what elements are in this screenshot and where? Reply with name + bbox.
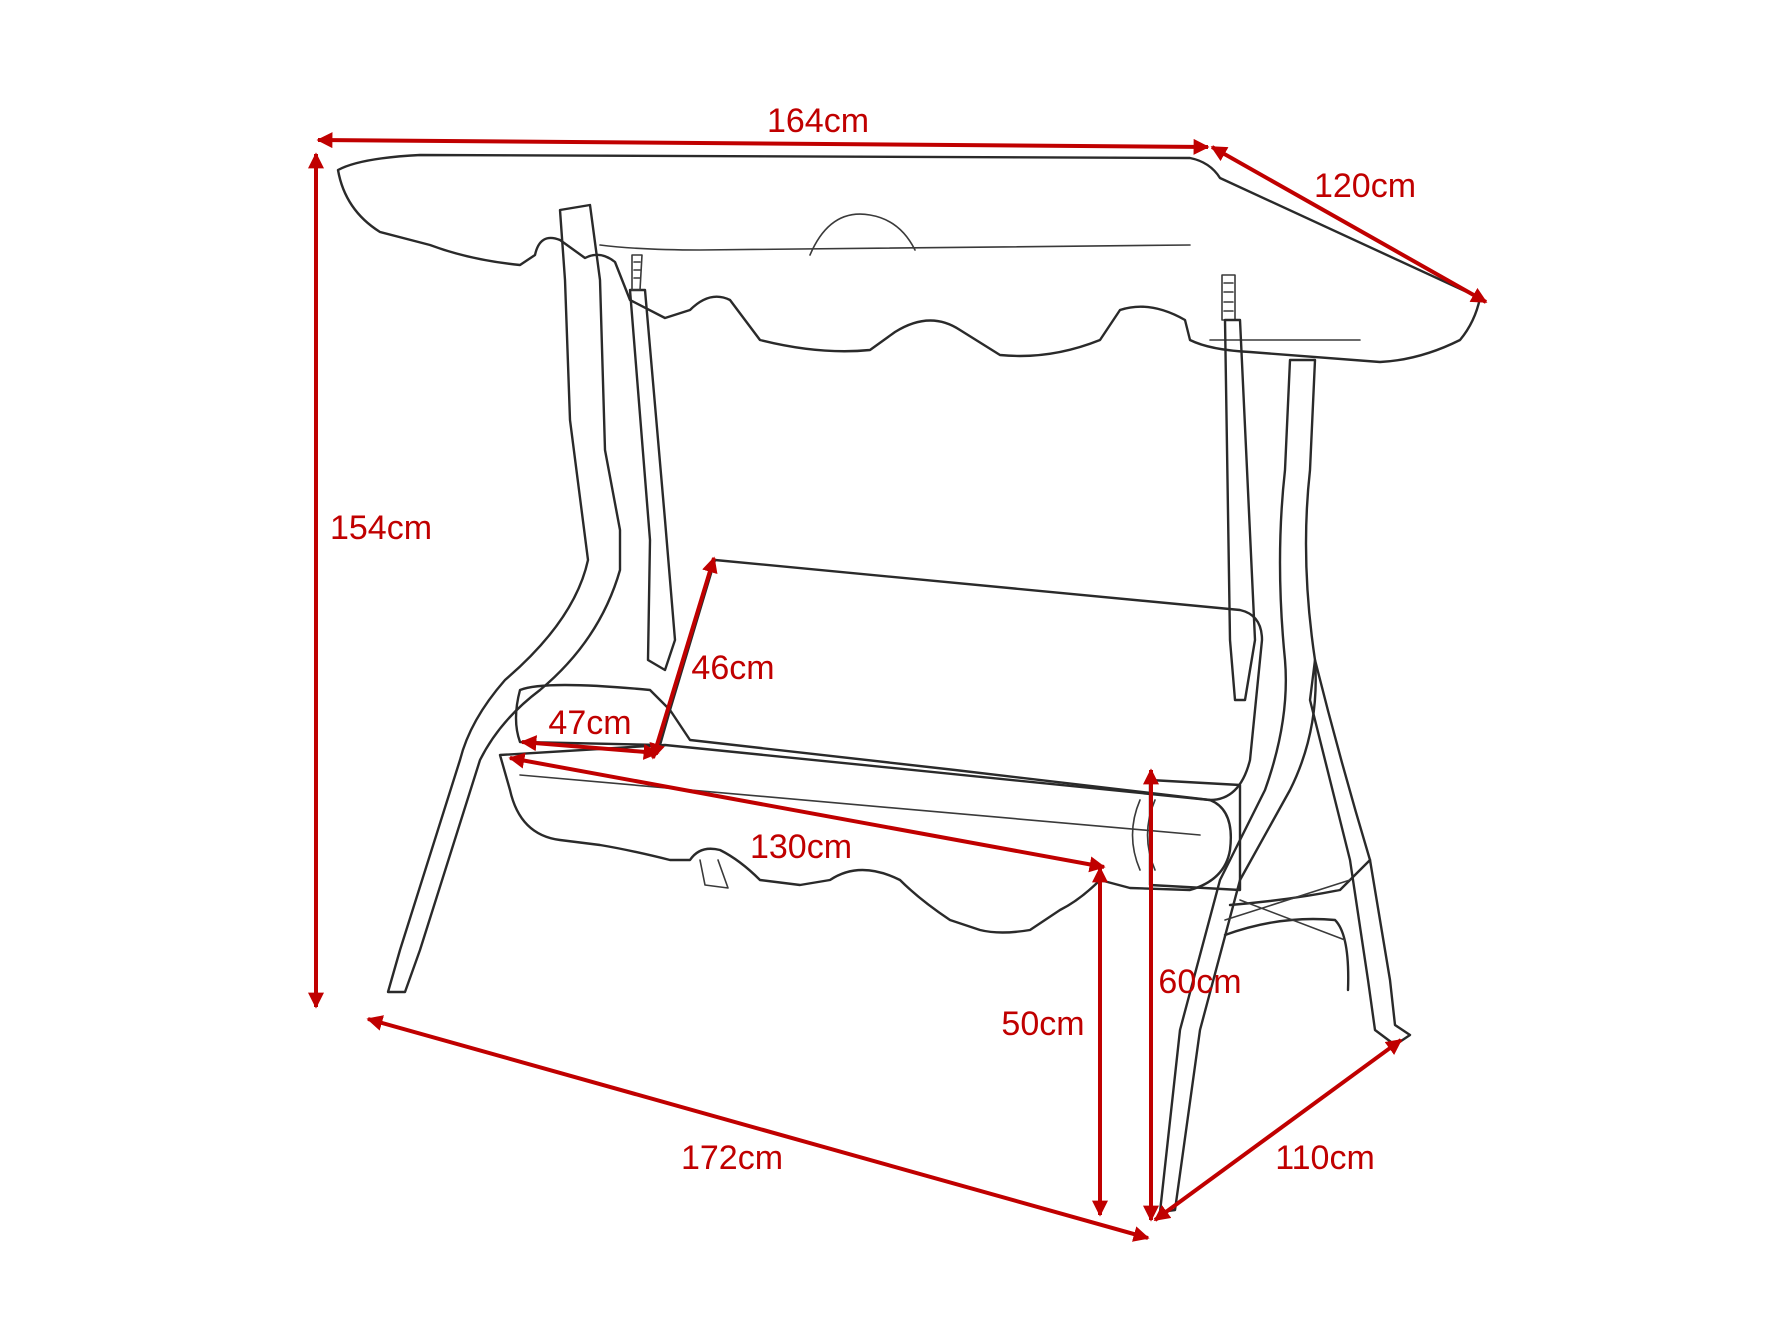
dim-depth-top-line: [1210, 145, 1488, 304]
label-seat-depth: 47cm: [548, 704, 631, 742]
label-depth-top: 120cm: [1314, 167, 1416, 205]
right-back-leg: [1308, 658, 1412, 1047]
dim-seat-width-line: [508, 752, 1106, 873]
label-seat-height: 50cm: [1001, 1005, 1084, 1043]
label-base-width: 172cm: [681, 1139, 783, 1177]
dim-base-width-line: [366, 1015, 1150, 1242]
dimension-lines: [308, 132, 1488, 1242]
dim-base-depth-line: [1153, 1038, 1403, 1222]
right-rear-post: [1223, 318, 1257, 702]
dim-seat-depth-line: [520, 735, 660, 760]
canopy-crease: [599, 244, 1191, 251]
label-base-depth: 110cm: [1275, 1139, 1375, 1177]
seat-cushion: [498, 743, 1232, 934]
dimension-labels: 164cm 120cm 154cm 46cm 47cm 130cm 50cm 6…: [330, 102, 1416, 1177]
label-frame-height: 60cm: [1158, 963, 1241, 1001]
seat-seam: [519, 774, 1201, 836]
dim-backrest-line: [649, 556, 718, 760]
label-backrest-height: 46cm: [691, 649, 774, 687]
seat-front-leg-left: [699, 859, 729, 889]
cross-brace: [1223, 858, 1372, 992]
label-seat-width: 130cm: [750, 828, 852, 866]
left-frame: [386, 203, 622, 994]
left-rear-post: [628, 288, 677, 672]
left-chain: [631, 254, 643, 291]
canopy-scallop: [809, 213, 916, 256]
label-width-top: 164cm: [767, 102, 869, 140]
right-chain: [1221, 274, 1236, 321]
dim-width-top-line: [316, 132, 1210, 155]
canopy: [336, 153, 1482, 364]
label-height-total: 154cm: [330, 509, 432, 547]
cross-brace-detail: [1224, 879, 1351, 941]
swing-sketch: [336, 153, 1482, 1214]
